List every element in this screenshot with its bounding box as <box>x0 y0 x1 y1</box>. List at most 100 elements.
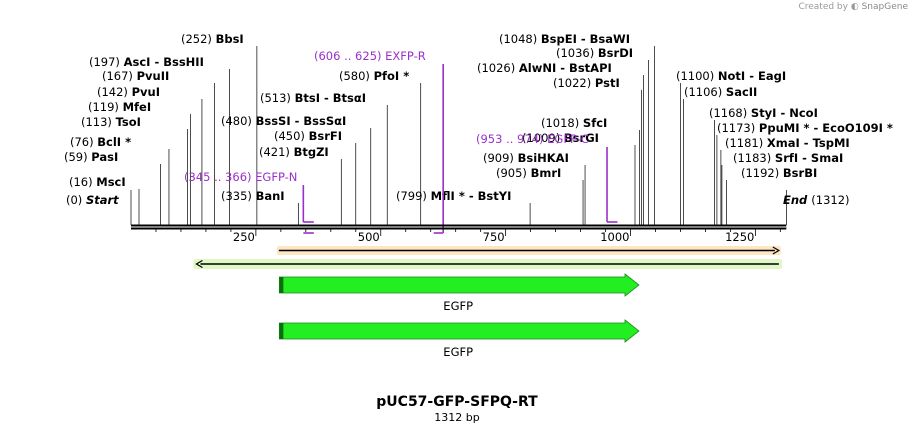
plasmid-length: 1312 bp <box>434 411 480 424</box>
site-name: AlwNI - BstAPI <box>519 61 612 75</box>
feature-start-cap <box>279 277 284 293</box>
feature-label-egfp: EGFP <box>443 299 473 313</box>
site-label-bmri: (905) BmrI <box>496 166 561 180</box>
site-position: (113) <box>81 115 116 129</box>
orf-reverse-arrowhead <box>195 259 203 269</box>
site-name: BspEI - BsaWI <box>541 32 630 46</box>
site-position: (580) <box>339 69 374 83</box>
site-label-sfci: (1018) SfcI <box>541 116 607 130</box>
orf-forward-arrowhead <box>772 246 781 255</box>
site-label-bsihkai: (909) BsiHKAI <box>483 151 569 165</box>
site-label-ppumi-ecoo109i: (1173) PpuMI * - EcoO109I * <box>717 121 893 135</box>
site-label-srfi-smai: (1183) SrfI - SmaI <box>733 151 843 165</box>
site-position: (1009) <box>522 131 564 145</box>
site-label-bsrfi: (450) BsrFI <box>274 129 342 143</box>
ruler-tick-250: 250 <box>233 230 255 244</box>
primer-mark-exfp-r <box>433 64 444 234</box>
site-label-pvuii: (167) PvuII <box>102 69 169 83</box>
site-label-mfli-bstyi: (799) MflI * - BstYI <box>396 189 511 203</box>
site-position: (1048) <box>499 32 541 46</box>
site-label-sacii: (1106) SacII <box>684 85 757 99</box>
site-position: (1173) <box>717 121 759 135</box>
primer-label-exfp-r: (606 .. 625) EXFP-R <box>314 49 426 63</box>
site-label-mfei: (119) MfeI <box>88 100 151 114</box>
primer-name: EGFP-N <box>255 170 297 184</box>
primer-range: (606 .. 625) <box>314 49 385 63</box>
site-name: MfeI <box>123 100 152 114</box>
site-label-psti: (1022) PstI <box>553 76 620 90</box>
site-name: PpuMI * - EcoO109I * <box>759 121 893 135</box>
end-position: (1312) <box>811 193 849 207</box>
site-name: SrfI - SmaI <box>775 151 843 165</box>
site-position: (142) <box>97 85 132 99</box>
snapgene-brand: Created by ◐ SnapGene <box>798 2 908 12</box>
site-name: PvuI <box>132 85 160 99</box>
site-name: XmaI - TspMI <box>767 136 850 150</box>
feature-arrow-egfp <box>278 319 640 343</box>
site-position: (421) <box>259 145 294 159</box>
site-name: BbsI <box>216 32 244 46</box>
site-label-styi-ncoi: (1168) StyI - NcoI <box>709 106 818 120</box>
site-name: NotI - EagI <box>718 69 786 83</box>
site-position: (1026) <box>477 61 519 75</box>
primer-label-egfp-c: (953 .. 974) EGFP-C <box>476 132 589 146</box>
end-name: Start <box>86 193 119 207</box>
site-label-asci-bsshii: (197) AscI - BssHII <box>89 55 204 69</box>
site-name: BsrFI <box>309 129 342 143</box>
site-label-bcli: (76) BclI * <box>70 135 131 149</box>
ruler-tick-1000: 1000 <box>600 230 629 244</box>
site-name: PvuII <box>137 69 170 83</box>
site-label-bsssi-bsss-i: (480) BssSI - BssSαI <box>221 114 346 128</box>
feature-start-cap <box>279 323 284 339</box>
primer-range: (345 .. 366) <box>184 170 255 184</box>
site-position: (480) <box>221 114 256 128</box>
site-name: BsrGI <box>564 131 599 145</box>
end-label-end: End (1312) <box>783 193 850 207</box>
site-position: (1100) <box>676 69 718 83</box>
site-position: (16) <box>69 175 96 189</box>
site-label-alwni-bstapi: (1026) AlwNI - BstAPI <box>477 61 612 75</box>
site-position: (59) <box>64 150 91 164</box>
primer-name: EXFP-R <box>385 49 426 63</box>
site-position: (1183) <box>733 151 775 165</box>
site-label-bbsi: (252) BbsI <box>181 32 244 46</box>
site-position: (335) <box>221 189 256 203</box>
site-name: StyI - NcoI <box>751 106 818 120</box>
snapgene-logo-icon: ◐ <box>850 2 859 12</box>
site-label-bani: (335) BanI <box>221 189 285 203</box>
site-name: BtsI - BtsαI <box>295 91 366 105</box>
site-name: BmrI <box>531 166 562 180</box>
primer-label-egfp-n: (345 .. 366) EGFP-N <box>184 170 297 184</box>
site-label-bsrgi: (1009) BsrGI <box>522 131 599 145</box>
primer-name: EGFP-C <box>547 132 589 146</box>
brand-name: SnapGene <box>861 2 908 12</box>
site-position: (1192) <box>741 166 783 180</box>
end-position: (0) <box>66 193 86 207</box>
site-label-bsrdi: (1036) BsrDI <box>556 46 633 60</box>
site-label-pasi: (59) PasI <box>64 150 118 164</box>
site-name: MscI <box>96 175 125 189</box>
site-label-tsoi: (113) TsoI <box>81 115 141 129</box>
site-position: (1036) <box>556 46 598 60</box>
site-position: (76) <box>70 135 97 149</box>
site-position: (252) <box>181 32 216 46</box>
site-position: (905) <box>496 166 531 180</box>
primer-range: (953 .. 974) <box>476 132 547 146</box>
site-position: (197) <box>89 55 124 69</box>
site-position: (167) <box>102 69 137 83</box>
site-name: SacII <box>726 85 757 99</box>
site-label-btgzi: (421) BtgZI <box>259 145 329 159</box>
site-name: PfoI * <box>374 69 410 83</box>
site-label-pfoi: (580) PfoI * <box>339 69 409 83</box>
site-position: (1168) <box>709 106 751 120</box>
site-name: BsiHKAI <box>518 151 569 165</box>
end-label-start: (0) Start <box>66 193 119 207</box>
site-label-bspei-bsawi: (1048) BspEI - BsaWI <box>499 32 630 46</box>
site-name: TsoI <box>116 115 141 129</box>
site-position: (1022) <box>553 76 595 90</box>
site-name: BclI * <box>97 135 131 149</box>
site-name: PasI <box>91 150 118 164</box>
sequence-map: (16) MscI(59) PasI(76) BclI *(113) TsoI(… <box>64 32 893 359</box>
site-name: MflI * - BstYI <box>431 189 512 203</box>
ruler-tick-750: 750 <box>483 230 505 244</box>
